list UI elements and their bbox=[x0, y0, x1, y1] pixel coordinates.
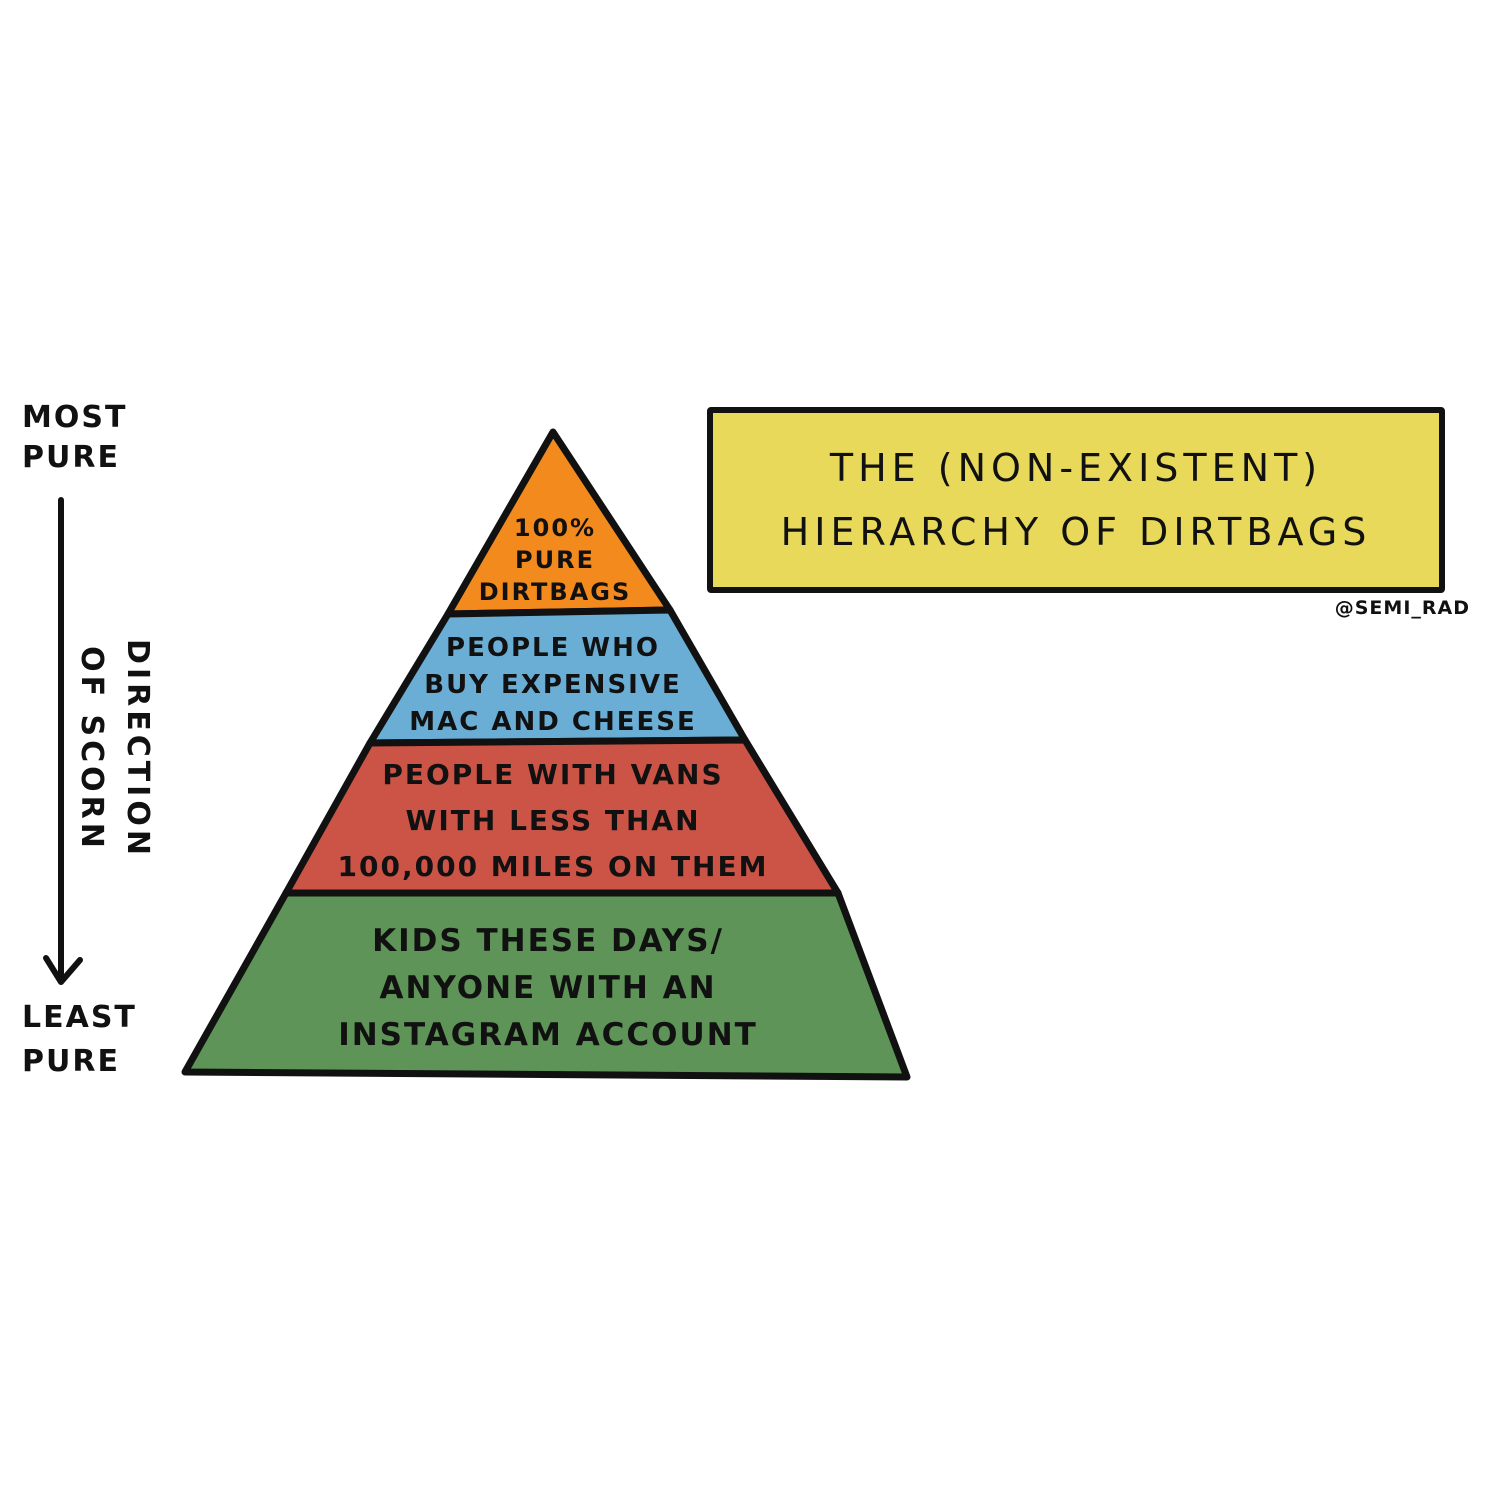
tier-1-label: 100% PURE DIRTBAGS bbox=[479, 512, 631, 608]
author-credit: @SEMI_RAD bbox=[1334, 597, 1470, 619]
tier-2-line-3: MAC AND CHEESE bbox=[409, 707, 697, 737]
tier-1-line-1: 100% bbox=[513, 514, 597, 542]
axis-bottom-line-1: LEAST bbox=[22, 1000, 137, 1035]
tier-3-line-1: PEOPLE WITH VANS bbox=[382, 758, 724, 791]
tier-2-line-1: PEOPLE WHO bbox=[446, 633, 660, 663]
tier-1-line-2: PURE bbox=[515, 546, 595, 574]
axis-bottom-line-2: PURE bbox=[22, 1044, 120, 1079]
tier-2-line-2: BUY EXPENSIVE bbox=[424, 670, 682, 700]
direction-arrow-head bbox=[43, 955, 83, 985]
direction-arrow bbox=[43, 497, 83, 985]
tier-1-line-3: DIRTBAGS bbox=[478, 578, 632, 606]
direction-line-1: DIRECTION bbox=[120, 639, 155, 859]
tier-3-line-2: WITH LESS THAN bbox=[405, 804, 701, 837]
tier-4-line-1: KIDS THESE DAYS/ bbox=[372, 923, 724, 959]
title-box: THE (NON-EXISTENT) HIERARCHY OF DIRTBAGS bbox=[707, 407, 1445, 593]
axis-top-line-2: PURE bbox=[22, 440, 120, 475]
axis-top-label: MOST PURE bbox=[22, 398, 127, 478]
tier-4-line-2: ANYONE WITH AN bbox=[379, 970, 717, 1006]
axis-bottom-label: LEAST PURE bbox=[22, 996, 137, 1084]
direction-line-2: OF SCORN bbox=[74, 646, 109, 852]
tier-4-shape bbox=[181, 889, 911, 1081]
axis-top-line-1: MOST bbox=[22, 400, 128, 435]
title-line-2: HIERARCHY OF DIRTBAGS bbox=[780, 510, 1372, 554]
tier-3-label: PEOPLE WITH VANS WITH LESS THAN 100,000 … bbox=[338, 752, 769, 890]
tier-2-label: PEOPLE WHO BUY EXPENSIVE MAC AND CHEESE bbox=[409, 630, 697, 741]
direction-arrow-shaft bbox=[57, 497, 65, 983]
tier-4-line-3: INSTAGRAM ACCOUNT bbox=[338, 1017, 758, 1053]
title-line-1: THE (NON-EXISTENT) bbox=[829, 446, 1323, 490]
pyramid bbox=[181, 428, 911, 1081]
tier-4-label: KIDS THESE DAYS/ ANYONE WITH AN INSTAGRA… bbox=[338, 918, 758, 1059]
tier-3-line-3: 100,000 MILES ON THEM bbox=[337, 850, 769, 883]
